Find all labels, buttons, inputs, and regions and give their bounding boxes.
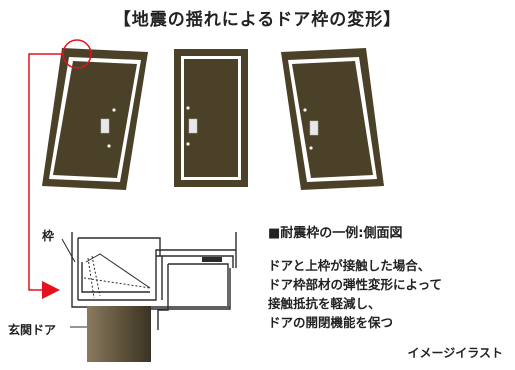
entrance-door-block	[87, 306, 151, 362]
description-line: 接触抵抗を軽減し、	[268, 296, 381, 311]
image-caption: イメージイラスト	[407, 346, 503, 360]
description-line: ドアの開閉機能を保つ	[268, 315, 394, 330]
entrance-door-label: 玄関ドア	[8, 323, 57, 337]
door-normal-center	[174, 49, 248, 187]
description-line: ドア枠部材の弾性変形によって	[268, 277, 443, 292]
door-deformed-left	[42, 48, 148, 190]
description-line: ドアと上枠が接触した場合、	[268, 258, 431, 273]
frame-cross-section	[71, 232, 237, 330]
door-handle	[188, 118, 198, 134]
leader-line	[28, 53, 63, 291]
door-handle	[100, 118, 110, 134]
door-handle	[309, 120, 319, 136]
description: ドアと上枠が接触した場合、 ドア枠部材の弾性変形によって 接触抵抗を軽減し、 ド…	[268, 256, 442, 332]
section-heading: ■耐震枠の一例:側面図	[268, 226, 403, 241]
arrow-icon	[42, 281, 60, 299]
frame-label: 枠	[42, 229, 55, 243]
diagram-title: 【地震の揺れによるドア枠の変形】	[113, 10, 402, 30]
door-deformed-right	[281, 48, 384, 190]
